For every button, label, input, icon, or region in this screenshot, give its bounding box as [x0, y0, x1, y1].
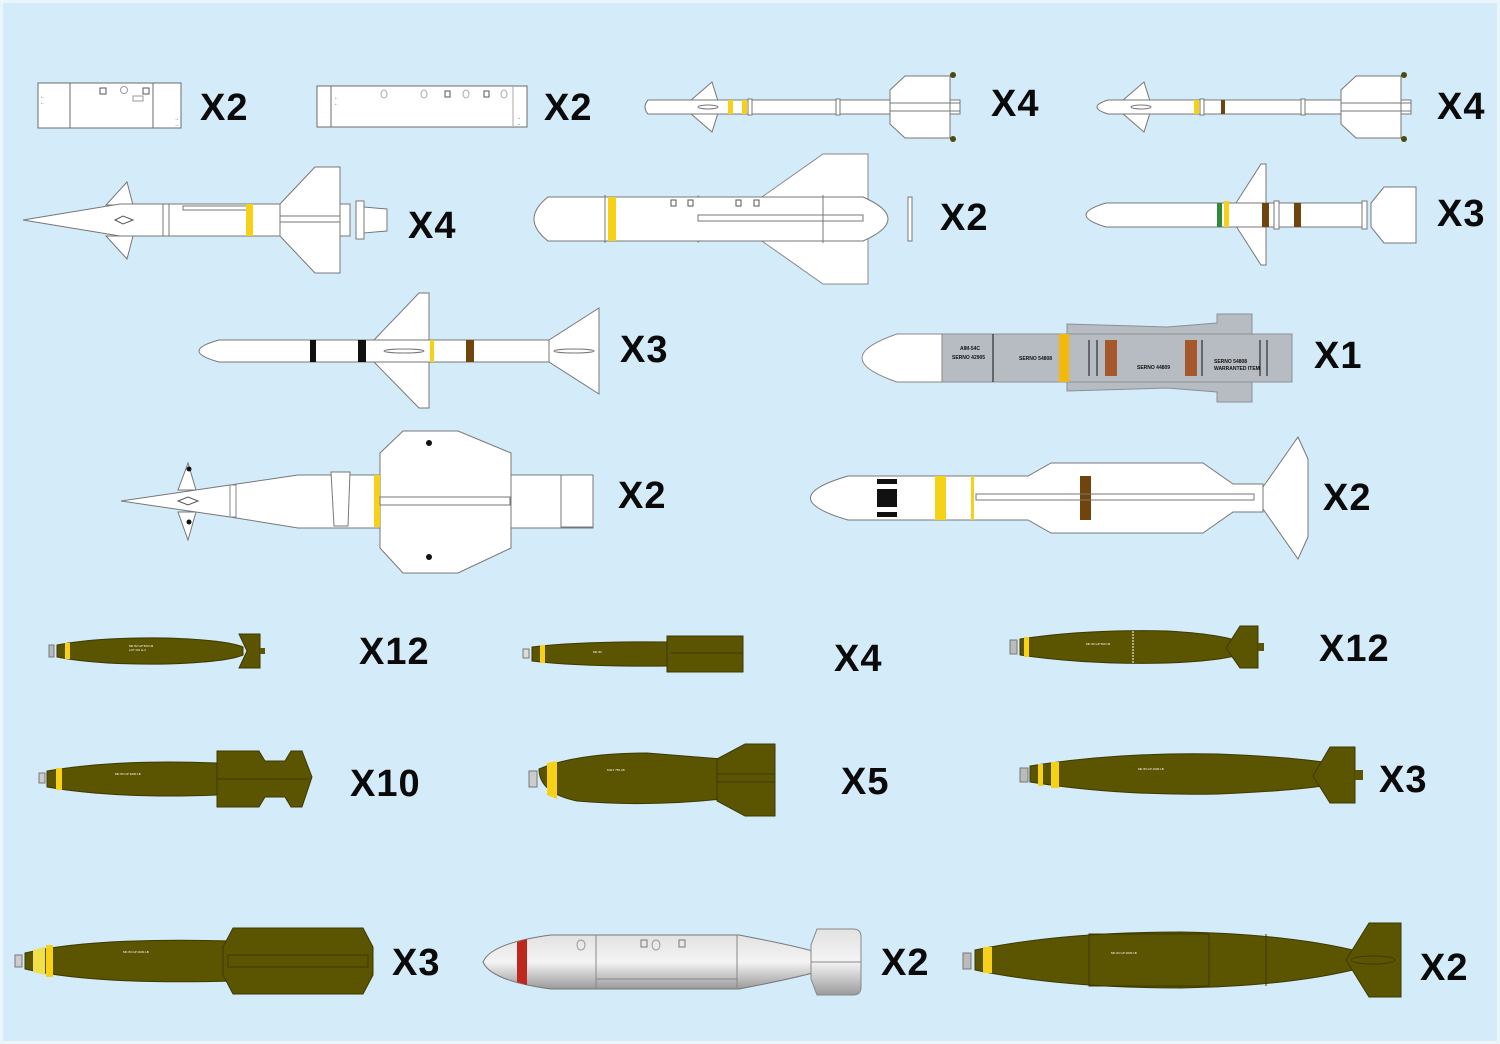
fuel-tank-silver-drawing: [482, 928, 862, 996]
quantity-label: X3: [620, 329, 669, 371]
bomb-mk84-box-fin: MK 84 GP 2000 LB: [13, 925, 381, 997]
svg-text:→: →: [174, 122, 179, 128]
quantity-label: X4: [834, 638, 883, 680]
pod-short-drawing: ←← →→: [37, 82, 182, 129]
fuel-tank-silver: [481, 927, 866, 997]
quantity-label: X2: [1420, 947, 1469, 989]
missile-sparrow-green: [1066, 161, 1426, 271]
quantity-label: X4: [991, 83, 1040, 125]
svg-text:←: ←: [40, 94, 45, 100]
serno-stencil-2: SERNO 54808: [1019, 356, 1052, 362]
missile-sidewinder-b-drawing: [1096, 72, 1412, 142]
missile-maverick-harpoon: [518, 151, 923, 287]
bomb-mk83-low-drag: MK 83 GP 1000 LB: [1018, 744, 1368, 806]
svg-text:→: →: [516, 121, 521, 127]
bomb-mk82-low-drag-drawing: MK 82 GP 500 LB: [1009, 625, 1264, 669]
bomb-m117: M117 750 LB: [527, 741, 782, 819]
warranty-stencil: WARRANTED ITEM: [1214, 366, 1260, 372]
missile-harm-drawing: [810, 435, 1309, 561]
svg-text:MK 84 GP 2000 LB: MK 84 GP 2000 LB: [123, 950, 149, 954]
svg-text:→: →: [516, 115, 521, 121]
missile-sparrow-drawing: [198, 292, 600, 409]
svg-text:MK 84 GP 2000 LB: MK 84 GP 2000 LB: [1111, 951, 1137, 955]
quantity-label: X2: [1323, 477, 1372, 519]
svg-text:MK 83 GP 1000 LB: MK 83 GP 1000 LB: [115, 772, 141, 776]
svg-text:MK 82 GP 500 LB: MK 82 GP 500 LB: [129, 644, 153, 648]
missile-sidewinder-b: [1086, 69, 1416, 145]
bomb-mk82-box-fin: MK 82: [521, 633, 746, 675]
svg-text:M117 750 LB: M117 750 LB: [607, 768, 625, 772]
quantity-label: X2: [544, 87, 593, 129]
bomb-mk84-box-fin-drawing: MK 84 GP 2000 LB: [14, 927, 374, 995]
bomb-mk83-box-fin: MK 83 GP 1000 LB: [37, 749, 317, 811]
bomb-mk84-low-drag: MK 84 GP 2000 LB: [961, 920, 1406, 1000]
missile-harm: [783, 434, 1313, 562]
bomb-mk84-low-drag-drawing: MK 84 GP 2000 LB: [962, 922, 1402, 998]
quantity-label: X4: [1437, 86, 1486, 128]
bomb-mk82-small-drawing: MK 82 GP 500 LB LOT NO H-4: [48, 633, 265, 669]
bomb-mk82-low-drag: MK 82 GP 500 LB: [1008, 623, 1268, 673]
munitions-sheet: ←← →→ X2 ←← →→ X2: [3, 3, 1497, 1041]
missile-sparrow-green-drawing: [1085, 163, 1417, 266]
quantity-label: X2: [940, 197, 989, 239]
svg-text:←: ←: [334, 95, 339, 101]
quantity-label: X3: [1437, 193, 1486, 235]
pod-long-drawing: ←← →→: [316, 85, 528, 128]
bomb-m117-drawing: M117 750 LB: [528, 743, 776, 817]
missile-phoenix-drawing: AIM-54C SERNO 42905 SERNO 54808 SERNO 44…: [861, 313, 1293, 403]
quantity-label: X3: [1379, 759, 1428, 801]
svg-text:→: →: [174, 116, 179, 122]
missile-phoenix: AIM-54C SERNO 42905 SERNO 54808 SERNO 44…: [837, 312, 1297, 404]
pod-long: ←← →→: [316, 85, 531, 130]
pod-short: ←← →→: [37, 82, 187, 132]
missile-standard-arm: [118, 428, 598, 574]
svg-text:MK 82 GP 500 LB: MK 82 GP 500 LB: [1086, 642, 1110, 646]
serno-stencil-3: SERNO 44809: [1137, 365, 1170, 371]
svg-text:MK 82: MK 82: [593, 650, 602, 654]
bomb-mk83-box-fin-drawing: MK 83 GP 1000 LB: [38, 750, 313, 808]
quantity-label: X2: [881, 942, 930, 984]
quantity-label: X2: [618, 475, 667, 517]
serno-stencil-1: SERNO 42905: [952, 355, 985, 361]
quantity-label: X10: [350, 763, 421, 805]
bomb-mk82-box-fin-drawing: MK 82: [522, 635, 744, 673]
quantity-label: X1: [1314, 335, 1363, 377]
svg-text:←: ←: [334, 101, 339, 107]
bomb-mk83-low-drag-drawing: MK 83 GP 1000 LB: [1019, 746, 1363, 804]
quantity-label: X12: [1319, 628, 1390, 670]
missile-standard-arm-drawing: [120, 430, 594, 574]
svg-text:LOT NO H-4: LOT NO H-4: [129, 648, 146, 652]
svg-text:MK 83 GP 1000 LB: MK 83 GP 1000 LB: [1138, 767, 1164, 771]
svg-text:←: ←: [40, 100, 45, 106]
quantity-label: X2: [200, 87, 249, 129]
bomb-mk82-small: MK 82 GP 500 LB LOT NO H-4: [47, 631, 267, 671]
missile-sidewinder-a: [640, 69, 970, 145]
missile-maverick-harpoon-drawing: [533, 153, 913, 285]
quantity-label: X5: [841, 761, 890, 803]
quantity-label: X4: [408, 205, 457, 247]
serno-stencil-4: SERNO 54808: [1214, 359, 1247, 365]
missile-sidewinder-a-drawing: [644, 72, 961, 142]
missile-shrike: [20, 163, 395, 278]
quantity-label: X3: [392, 942, 441, 984]
quantity-label: X12: [359, 631, 430, 673]
missile-sparrow: [179, 290, 609, 412]
designation-stencil: AIM-54C: [960, 346, 980, 352]
missile-shrike-drawing: [22, 166, 388, 274]
